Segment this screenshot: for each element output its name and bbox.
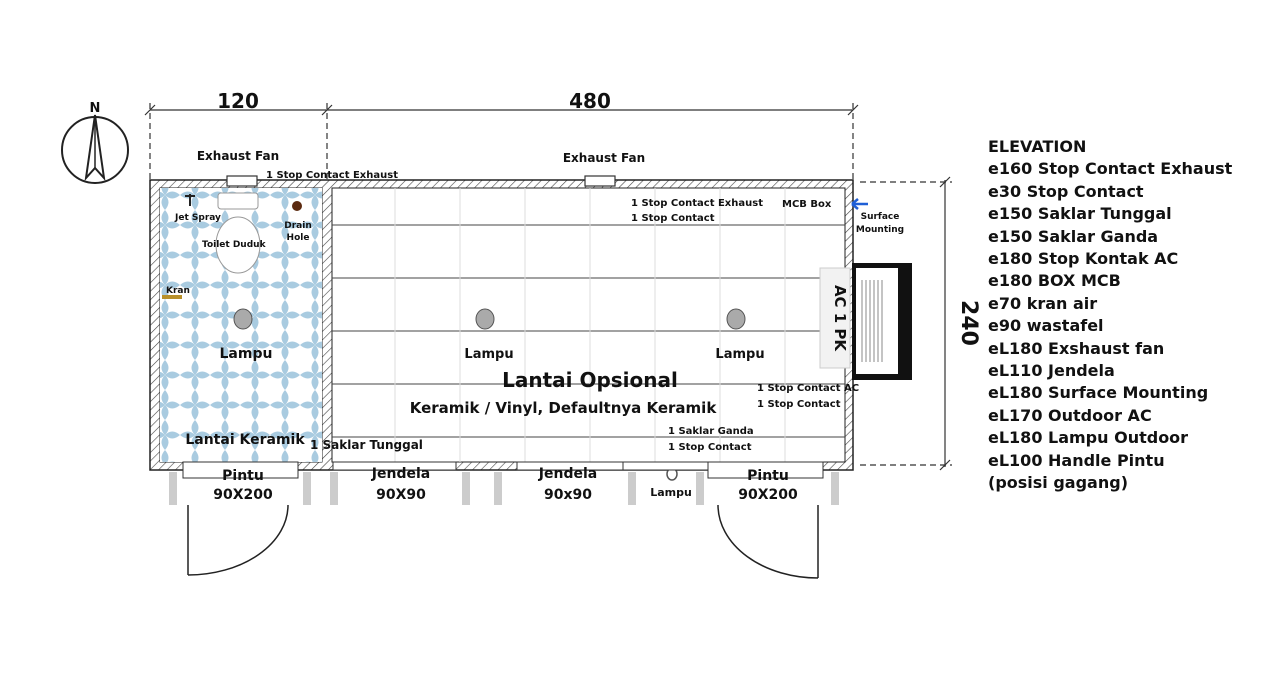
ac-label: AC 1 PK <box>831 285 849 352</box>
floor-plank-seams <box>394 188 786 462</box>
dimension-width-right: 480 <box>569 89 611 113</box>
lamp-bathroom-icon <box>233 308 253 330</box>
jendela-left-size-label: 90X90 <box>376 487 426 503</box>
elevation-title: ELEVATION <box>988 137 1087 156</box>
elevation-item: eL170 Outdoor AC <box>988 405 1152 425</box>
lantai-keramik-label: Lantai Keramik <box>185 432 305 448</box>
elevation-item: e160 Stop Contact Exhaust <box>988 159 1233 179</box>
exhaust-fan-right-icon <box>584 175 616 187</box>
ac-unit-icon <box>819 263 912 380</box>
pintu-right-label: Pintu <box>747 468 789 484</box>
stop-contact-exhaust-top-label: 1 Stop Contact Exhaust <box>266 170 398 181</box>
exhaust-fan-left-icon <box>226 175 258 187</box>
sc-exhaust-room-label: 1 Stop Contact Exhaust <box>631 198 763 209</box>
lamp-right-icon <box>726 308 746 330</box>
lamp-middle-icon <box>475 308 495 330</box>
elevation-item: eL180 Surface Mounting <box>988 383 1209 403</box>
exhaust-fan-right-label: Exhaust Fan <box>563 151 645 165</box>
lampu-middle-label: Lampu <box>464 347 513 362</box>
jendela-right-size-label: 90x90 <box>544 487 592 503</box>
elevation-item: e150 Saklar Ganda <box>988 226 1159 246</box>
elevation-item: e180 Stop Kontak AC <box>988 249 1179 269</box>
pintu-left-size-label: 90X200 <box>213 487 273 503</box>
compass-icon <box>61 114 129 184</box>
elevation-item: eL180 Lampu Outdoor <box>988 428 1189 448</box>
elevation-legend: ELEVATION e160 Stop Contact Exhaust e30 … <box>988 136 1232 495</box>
surface-mounting-arrow-icon <box>851 198 868 210</box>
elevation-item: e90 wastafel <box>988 316 1104 336</box>
openings <box>182 461 824 479</box>
mcb-box-label: MCB Box <box>782 199 832 210</box>
drain-label-line2: Hole <box>287 233 310 243</box>
elevation-item: (posisi gagang) <box>988 473 1128 493</box>
door-left-swing-icon <box>187 504 289 576</box>
compass-north-label: N <box>90 101 101 116</box>
floor-planks <box>332 224 845 438</box>
dimension-width-left: 120 <box>217 89 259 113</box>
kran-icon <box>162 295 182 299</box>
top-dimension-lines <box>144 103 859 180</box>
lampu-bathroom-label: Lampu <box>220 346 273 362</box>
surface-mounting-label-line1: Surface <box>861 212 900 222</box>
elevation-item: e150 Saklar Tunggal <box>988 204 1172 224</box>
lampu-right-label: Lampu <box>715 347 764 362</box>
jet-spray-icon <box>185 194 195 206</box>
sc-ac-label: 1 Stop Contact AC <box>757 383 859 394</box>
sc-bottom-label: 1 Stop Contact <box>668 442 752 453</box>
jendela-right-label: Jendela <box>538 466 597 482</box>
jet-spray-label: Jet Spray <box>174 213 221 223</box>
pintu-left-label: Pintu <box>222 468 264 484</box>
surface-mounting-label-line2: Mounting <box>856 225 904 235</box>
sc-ac2-label: 1 Stop Contact <box>757 399 841 410</box>
lantai-desc-label: Keramik / Vinyl, Defaultnya Keramik <box>410 399 718 417</box>
saklar-ganda-label: 1 Saklar Ganda <box>668 426 754 437</box>
toilet-icon <box>215 192 261 274</box>
elevation-item: eL100 Handle Pintu <box>988 450 1165 470</box>
right-dimension-lines <box>860 176 952 471</box>
elevation-item: eL110 Jendela <box>988 361 1115 381</box>
saklar-tunggal-label: 1 Saklar Tunggal <box>310 438 423 452</box>
elevation-item: e180 BOX MCB <box>988 271 1121 291</box>
door-right-swing-icon <box>717 504 819 579</box>
lampu-outdoor-label: Lampu <box>650 486 692 499</box>
drain-label-line1: Drain <box>284 221 311 231</box>
pintu-right-size-label: 90X200 <box>738 487 798 503</box>
dimension-height: 240 <box>956 300 981 346</box>
elevation-item: e30 Stop Contact <box>988 181 1144 201</box>
sc-room-label: 1 Stop Contact <box>631 213 715 224</box>
drain-hole-icon <box>292 201 302 211</box>
elevation-item: eL180 Exshaust fan <box>988 338 1165 358</box>
kran-label: Kran <box>166 286 190 296</box>
jendela-left-label: Jendela <box>371 466 430 482</box>
lantai-opsional-label: Lantai Opsional <box>502 368 678 392</box>
elevation-item: e70 kran air <box>988 293 1098 313</box>
toilet-label: Toilet Duduk <box>202 240 267 250</box>
posts <box>169 472 839 505</box>
exhaust-fan-left-label: Exhaust Fan <box>197 149 279 163</box>
